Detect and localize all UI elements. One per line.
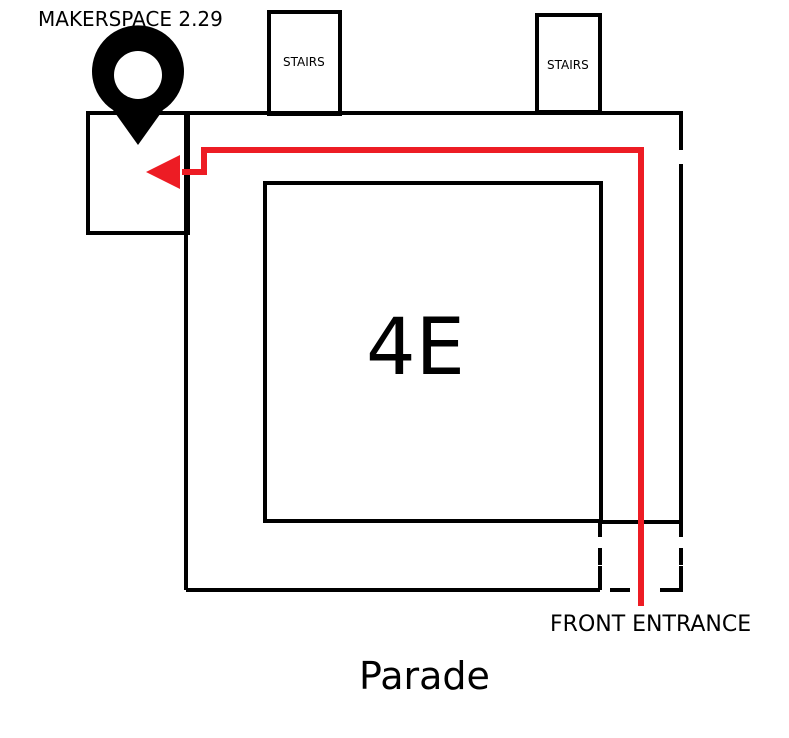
stairs-label-2: STAIRS bbox=[547, 58, 589, 72]
stairs-label-1: STAIRS bbox=[283, 55, 325, 69]
front-entrance-doorway bbox=[598, 520, 683, 592]
street-label: Parade bbox=[359, 654, 490, 698]
makerspace-label: MAKERSPACE 2.29 bbox=[38, 7, 223, 31]
route-path bbox=[182, 147, 644, 606]
map-pin-icon bbox=[92, 25, 184, 145]
building-label: 4E bbox=[366, 303, 465, 393]
arrow-left-icon bbox=[146, 155, 180, 189]
front-entrance-label: FRONT ENTRANCE bbox=[550, 612, 752, 637]
courtyard-4e bbox=[263, 181, 603, 523]
